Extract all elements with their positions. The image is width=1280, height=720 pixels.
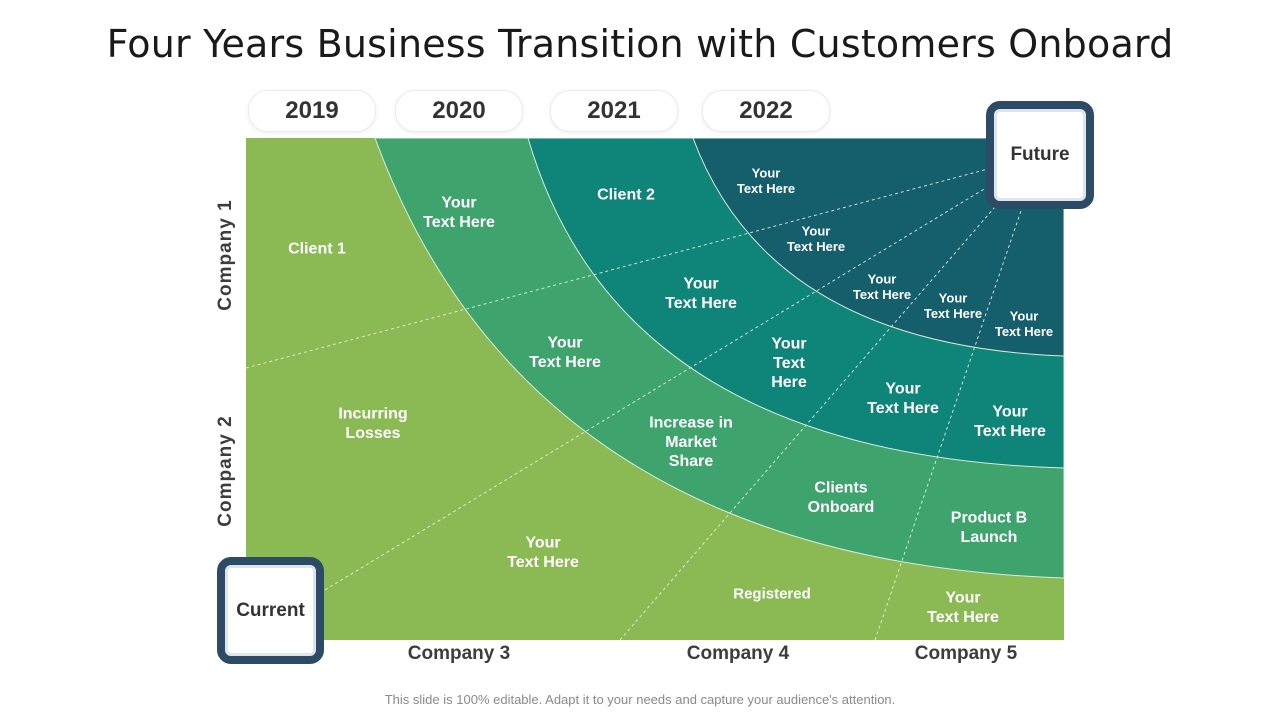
year-2019-pill: 2019 bbox=[248, 90, 376, 132]
column-label-company-4: Company 4 bbox=[686, 643, 790, 664]
year-2020-pill: 2020 bbox=[395, 90, 523, 132]
cell-label: Registered bbox=[733, 585, 811, 602]
row-label-company-2: Company 2 bbox=[215, 415, 236, 527]
cell-label: Client 2 bbox=[597, 187, 655, 204]
column-label-company-5: Company 5 bbox=[914, 643, 1018, 664]
year-2022-pill: 2022 bbox=[702, 90, 830, 132]
radial-guide-lines bbox=[246, 154, 1041, 640]
future-badge: Future bbox=[986, 101, 1094, 209]
row-label-company-1: Company 1 bbox=[215, 199, 236, 311]
page-title: Four Years Business Transition with Cust… bbox=[106, 22, 1174, 66]
current-badge: Current bbox=[217, 557, 324, 664]
cell-label: Client 1 bbox=[288, 241, 346, 258]
footer-note: This slide is 100% editable. Adapt it to… bbox=[384, 692, 896, 707]
column-label-company-3: Company 3 bbox=[407, 643, 511, 664]
year-2021-pill: 2021 bbox=[550, 90, 678, 132]
band-2022 bbox=[692, 138, 1064, 357]
